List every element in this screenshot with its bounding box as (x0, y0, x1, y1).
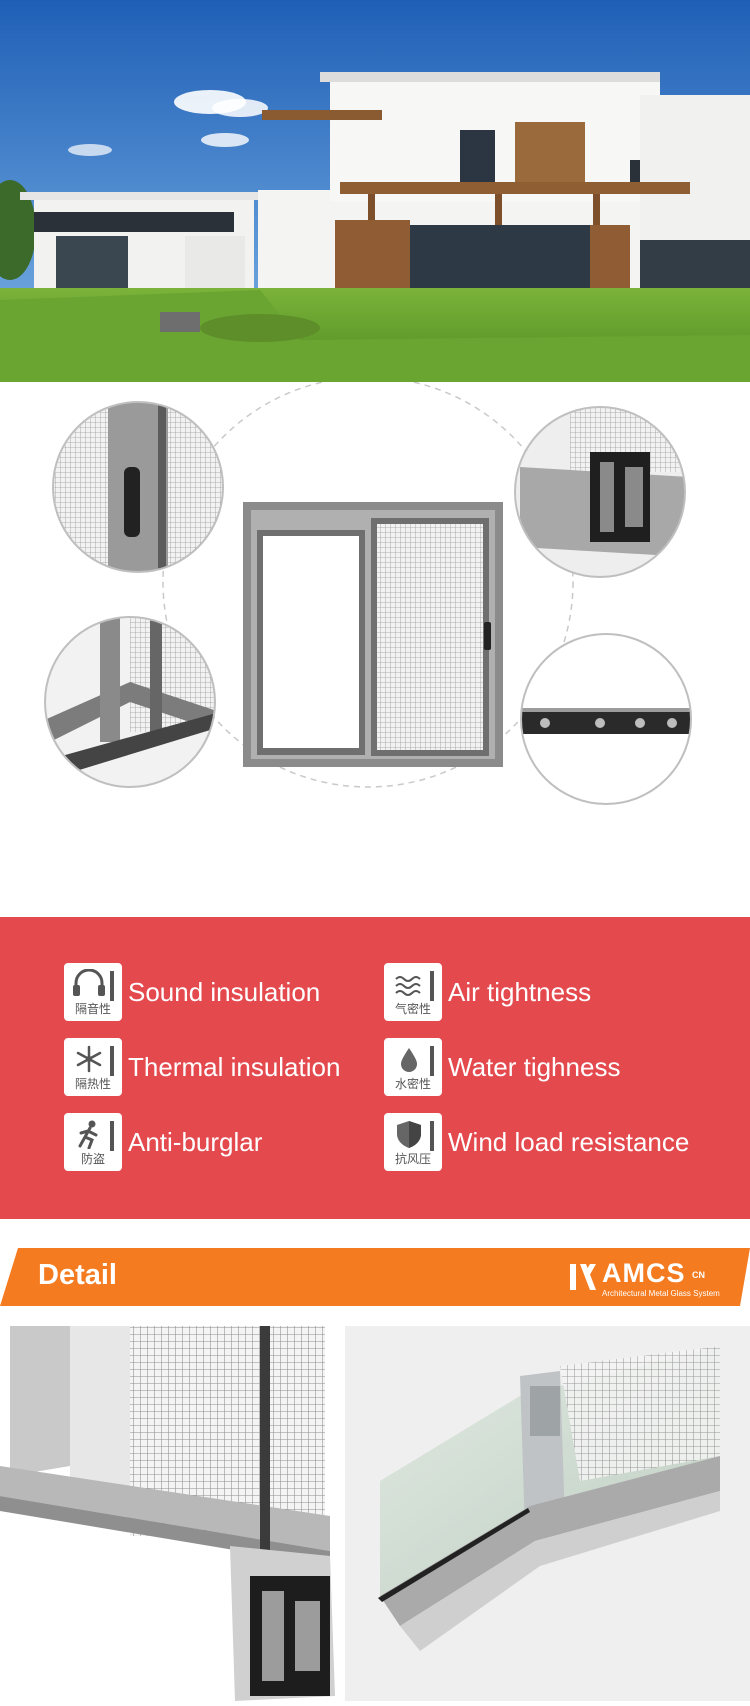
detail-band (0, 1248, 750, 1306)
detail-circle-rollers (520, 633, 692, 805)
detail-banner: Detail AMCS CN Architectural Metal Glass… (0, 1232, 750, 1306)
droplet-icon: 水密性 (384, 1038, 442, 1096)
logo-cn: CN (692, 1270, 705, 1280)
logo-mark-icon (570, 1264, 596, 1290)
detail-title: Detail (38, 1259, 117, 1291)
feature-thermal-insulation: 隔热性 Thermal insulation (64, 1037, 340, 1097)
feature-cn-label: 隔热性 (74, 1077, 111, 1091)
sliding-window-icon (243, 502, 503, 767)
feature-cn-label: 水密性 (394, 1077, 431, 1091)
detail-photos (0, 1306, 750, 1701)
feature-water-tightness: 水密性 Water tighness (384, 1037, 620, 1097)
feature-label: Water tighness (448, 1051, 621, 1082)
logo-word: AMCS (602, 1258, 686, 1288)
detail-photo-left (0, 1326, 335, 1701)
features-panel: 隔音性 Sound insulation 气密性 Air tightness 隔… (0, 917, 750, 1219)
feature-cn-label: 抗风压 (394, 1152, 431, 1166)
detail-circle-corner (44, 616, 216, 788)
feature-label: Wind load resistance (448, 1126, 690, 1157)
shield-icon: 抗风压 (384, 1113, 442, 1171)
detail-circle-profile (514, 406, 686, 578)
feature-air-tightness: 气密性 Air tightness (384, 962, 591, 1022)
feature-label: Thermal insulation (128, 1051, 341, 1082)
snowflake-icon: 隔热性 (64, 1038, 122, 1096)
running-man-icon: 防盗 (64, 1113, 122, 1171)
feature-anti-burglar: 防盗 Anti-burglar (64, 1112, 262, 1172)
amcs-logo: AMCS CN Architectural Metal Glass System (568, 1258, 740, 1302)
logo-subtitle: Architectural Metal Glass System (602, 1289, 720, 1298)
headphones-icon: 隔音性 (64, 963, 122, 1021)
feature-label: Sound insulation (128, 976, 321, 1007)
product-window-diagram (0, 376, 750, 917)
feature-cn-label: 气密性 (394, 1002, 431, 1016)
feature-label: Anti-burglar (128, 1126, 263, 1157)
detail-circle-handle (52, 401, 224, 573)
feature-cn-label: 隔音性 (74, 1002, 111, 1016)
feature-wind-load-resistance: 抗风压 Wind load resistance (384, 1112, 689, 1172)
hero-house-photo (0, 0, 750, 382)
waves-icon: 气密性 (384, 963, 442, 1021)
feature-sound-insulation: 隔音性 Sound insulation (64, 962, 320, 1022)
feature-cn-label: 防盗 (80, 1152, 105, 1166)
feature-label: Air tightness (448, 976, 592, 1007)
detail-photo-right (345, 1326, 750, 1701)
